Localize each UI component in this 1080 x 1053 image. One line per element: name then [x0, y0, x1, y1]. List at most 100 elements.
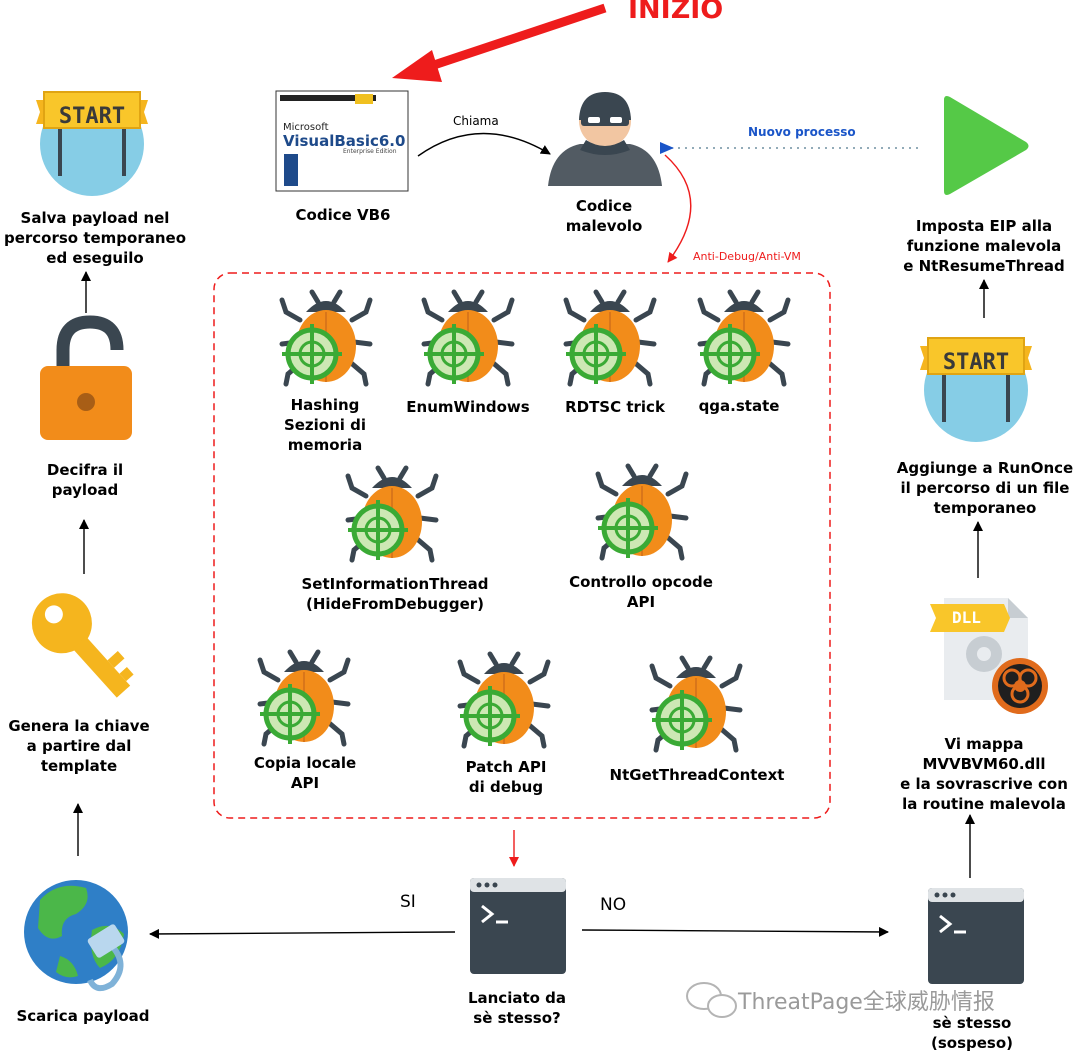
start-badge-text-right: START [942, 350, 1010, 375]
terminal-icon-center [468, 876, 568, 976]
dll-file-tag: DLL [952, 608, 981, 627]
no-arrow [581, 926, 889, 937]
check-label-enumwindows: EnumWindows [395, 397, 541, 417]
malicious-code-label: Codice malevolo [548, 196, 660, 236]
vb6-logo-text: Microsoft VisualBasic6.0 Enterprise Edit… [283, 123, 405, 155]
runonce-label-line: il percorso di un file [900, 479, 1070, 497]
check-label-line: API [626, 593, 656, 611]
calls-arrow [417, 132, 551, 157]
vb6-logo-version: 6.0 [378, 132, 406, 150]
bug-icon-qga [700, 292, 788, 384]
check-label-line: API [290, 774, 320, 792]
runonce-label-line: temporaneo [933, 499, 1037, 517]
bug-icon-setinformationthread [348, 468, 436, 560]
malicious-code-label-line: malevolo [565, 217, 643, 235]
decrypt-label-line: payload [51, 481, 119, 499]
check-label-rdtsc: RDTSC trick [550, 397, 680, 417]
anti-debug-label: Anti-Debug/Anti-VM [693, 250, 801, 263]
padlock-icon [40, 315, 132, 440]
start-title: INIZIO [628, 0, 724, 25]
map-dll-label: Vi mappa MVVBVM60.dll e la sovrascrive c… [892, 734, 1076, 814]
start-arrow [392, 3, 607, 82]
check-label-line: Hashing [290, 396, 360, 414]
bug-icon-local-copy [260, 652, 348, 744]
terminal-icon-right [926, 886, 1026, 986]
map-dll-label-line: MVVBVM60.dll [922, 755, 1046, 773]
gen-key-label-line: template [40, 757, 118, 775]
map-dll-label-line: Vi mappa [944, 735, 1024, 753]
self-launched-label-line: Lanciato da [467, 989, 567, 1007]
set-eip-label-line: funzione malevola [906, 237, 1062, 255]
dll-file-icon [930, 598, 1048, 714]
key-icon [31, 593, 134, 698]
save-payload-label-line: Salva payload nel [20, 209, 170, 227]
wechat-icon [686, 982, 737, 1018]
watermark: ThreatPage全球威胁情报 [738, 990, 995, 1015]
bug-icon-rdtsc [566, 292, 654, 384]
yes-arrow [149, 928, 456, 939]
no-label: NO [600, 895, 627, 915]
bug-icon-patch-api [460, 654, 548, 746]
decrypt-label-line: Decifra il [46, 461, 124, 479]
gen-key-label-line: Genera la chiave [8, 717, 150, 735]
bug-icon-hashing [282, 292, 370, 384]
yes-label: SI [400, 892, 416, 912]
anti-debug-group-box [213, 272, 831, 819]
start-badge-text-left: START [58, 104, 126, 129]
malicious-code-label-line: Codice [575, 197, 633, 215]
check-label-patch-api: Patch API di debug [446, 757, 566, 797]
check-label-hashing: Hashing Sezioni di memoria [262, 395, 388, 455]
download-label: Scarica payload [16, 1007, 150, 1025]
check-label-local-copy: Copia locale API [240, 753, 370, 793]
vb6-logo [275, 90, 409, 192]
set-eip-label-line: Imposta EIP alla [915, 217, 1053, 235]
check-label-line: Patch API [465, 758, 547, 776]
vb6-label: Codice VB6 [295, 206, 391, 224]
check-label-qga: qga.state [684, 396, 794, 416]
check-label-line: Controllo opcode [569, 573, 713, 591]
map-dll-label-line: e la sovrascrive con [900, 775, 1068, 793]
check-label-line: EnumWindows [406, 398, 530, 416]
save-payload-label: Salva payload nel percorso temporaneo ed… [0, 208, 190, 268]
runonce-label: Aggiunge a RunOnce il percorso di un fil… [893, 458, 1077, 518]
check-label-line: Copia locale [253, 754, 357, 772]
new-process-label: Nuovo processo [748, 125, 856, 139]
self-launched-label: Lanciato da sè stesso? [452, 988, 582, 1028]
thief-icon [548, 92, 662, 186]
bug-icon-opcode [598, 466, 686, 558]
save-payload-label-line: ed eseguilo [46, 249, 144, 267]
self-suspended-label-line: sè stesso [932, 1014, 1012, 1032]
self-launched-label-line: sè stesso? [473, 1009, 561, 1027]
calls-label: Chiama [453, 114, 499, 128]
map-dll-label-line: la routine malevola [902, 795, 1066, 813]
runonce-label-line: Aggiunge a RunOnce [896, 459, 1074, 477]
check-label-line: NtGetThreadContext [609, 766, 785, 784]
bug-icon-enumwindows [424, 292, 512, 384]
check-label-line: memoria [287, 436, 363, 454]
save-payload-label-line: percorso temporaneo [3, 229, 187, 247]
bug-icon-ntgetthreadcontext [652, 658, 740, 750]
check-label-opcode: Controllo opcode API [556, 572, 726, 612]
globe-icon [24, 880, 128, 992]
check-label-line: (HideFromDebugger) [305, 595, 485, 613]
check-label-line: Sezioni di [283, 416, 367, 434]
anti-debug-arrow [664, 154, 692, 263]
check-label-ntgetthreadcontext: NtGetThreadContext [598, 765, 796, 785]
vb6-logo-product: VisualBasic [283, 132, 379, 150]
play-icon [944, 96, 1029, 195]
vb6-logo-brand: Microsoft [283, 122, 329, 133]
self-suspended-label-line: (sospeso) [930, 1034, 1014, 1052]
check-label-line: RDTSC trick [565, 398, 665, 416]
check-label-line: di debug [468, 778, 544, 796]
gen-key-label: Genera la chiave a partire dal template [4, 716, 154, 776]
check-label-setinformationthread: SetInformationThread (HideFromDebugger) [288, 574, 502, 614]
decrypt-label: Decifra il payload [30, 460, 140, 500]
gen-key-label-line: a partire dal [26, 737, 132, 755]
set-eip-label-line: e NtResumeThread [903, 257, 1065, 275]
check-label-line: qga.state [698, 397, 780, 415]
vb6-logo-edition: Enterprise Edition [343, 148, 397, 155]
set-eip-label: Imposta EIP alla funzione malevola e NtR… [893, 216, 1075, 276]
self-suspended-label: sè stesso (sospeso) [912, 1013, 1032, 1053]
check-label-line: SetInformationThread [301, 575, 489, 593]
